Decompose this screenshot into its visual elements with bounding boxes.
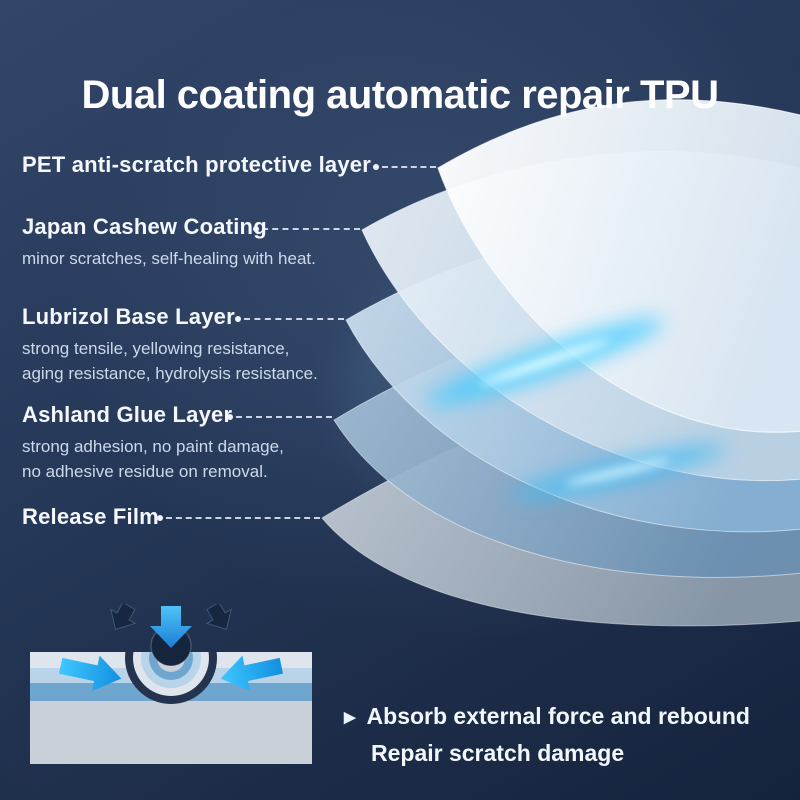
- layer-name: Release Film: [22, 504, 159, 529]
- footer-line2: Repair scratch damage: [371, 739, 625, 766]
- force-arrow-left-icon: [110, 601, 137, 631]
- impact-diagram: [30, 601, 312, 764]
- label-release-film: Release Film: [22, 504, 159, 530]
- layer-desc: strong adhesion, no paint damage, no adh…: [22, 437, 284, 481]
- connector-line-lubrizol: [235, 316, 344, 322]
- label-cashew-coating: Japan Cashew Coating minor scratches, se…: [22, 214, 316, 272]
- connector-line-release: [157, 515, 320, 521]
- layer-desc: strong tensile, yellowing resistance, ag…: [22, 339, 318, 383]
- label-lubrizol-base: Lubrizol Base Layer strong tensile, yell…: [22, 304, 318, 386]
- force-arrow-right-icon: [205, 601, 232, 631]
- layer-name: Ashland Glue Layer: [22, 402, 233, 427]
- label-ashland-glue: Ashland Glue Layer strong adhesion, no p…: [22, 402, 284, 484]
- layer-name: Japan Cashew Coating: [22, 214, 267, 239]
- connector-line-cashew: [253, 226, 360, 232]
- dent: [125, 652, 217, 704]
- layer-name: PET anti-scratch protective layer: [22, 152, 371, 177]
- footer-caption: ▶ Absorb external force and rebound Repa…: [344, 698, 750, 772]
- sheet-pet-protective-layer: [437, 99, 800, 433]
- layer-desc: minor scratches, self-healing with heat.: [22, 249, 316, 268]
- layer-name: Lubrizol Base Layer: [22, 304, 235, 329]
- connector-line-pet: [373, 164, 436, 170]
- play-icon: ▶: [344, 709, 356, 726]
- footer-line1: Absorb external force and rebound: [366, 703, 750, 729]
- connector-line-ashland: [227, 414, 332, 420]
- label-pet-layer: PET anti-scratch protective layer: [22, 152, 371, 178]
- rebound-arrow-right-icon: [58, 655, 122, 691]
- rebound-arrow-left-icon: [220, 655, 284, 691]
- force-arrow-down-icon: [150, 606, 192, 648]
- light-streak-lower: [510, 444, 726, 500]
- page-title: Dual coating automatic repair TPU: [81, 72, 719, 117]
- light-streak-upper: [426, 318, 664, 406]
